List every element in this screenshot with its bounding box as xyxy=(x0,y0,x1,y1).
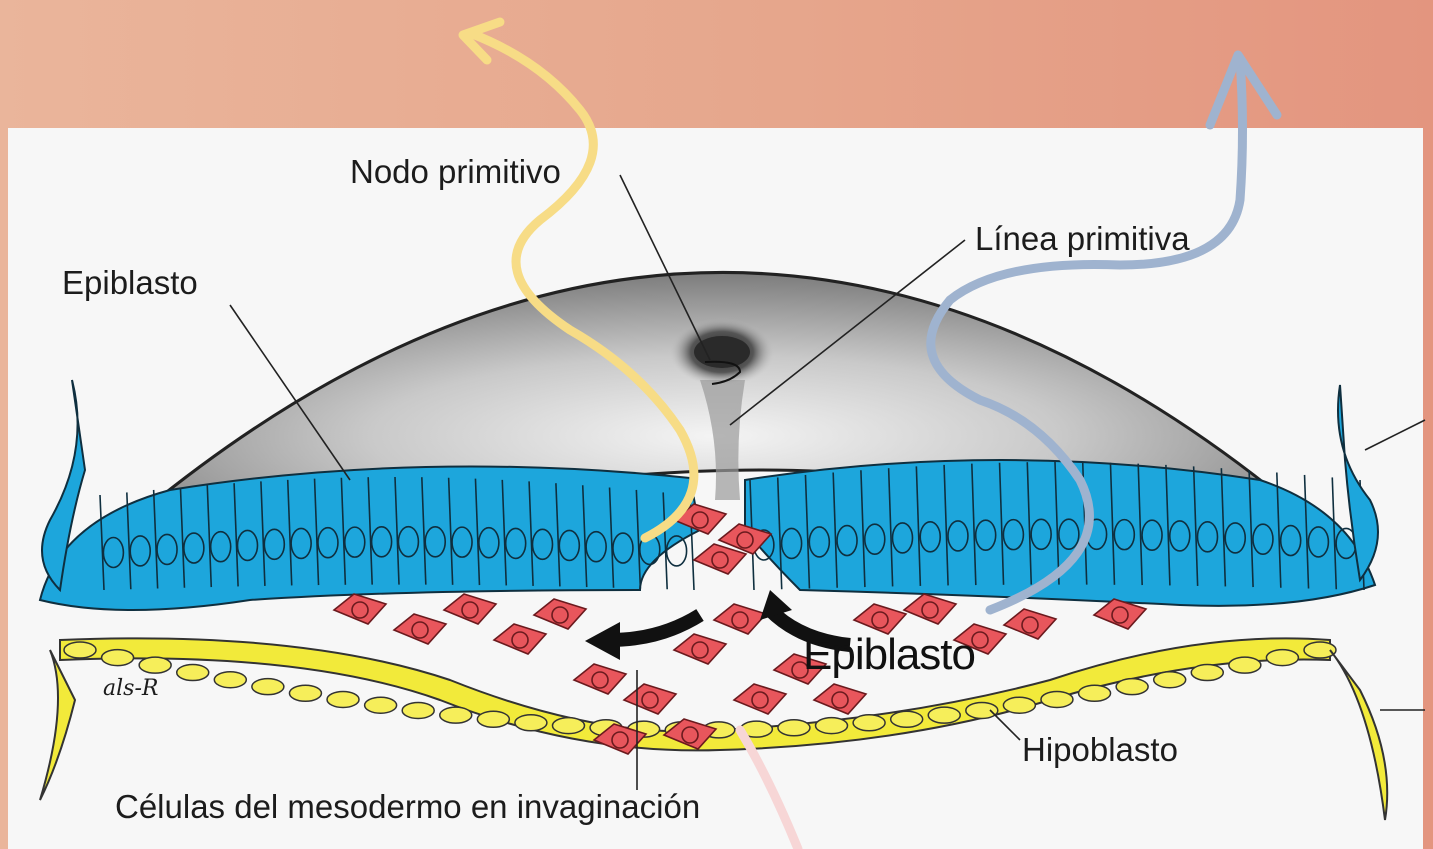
hypoblast-cell xyxy=(1154,672,1186,688)
hypoblast-cell xyxy=(928,707,960,723)
mesoderm-cell xyxy=(1004,609,1056,639)
hypoblast-cell xyxy=(177,665,209,681)
mesoderm-cell xyxy=(734,684,786,714)
hypoblast-cell xyxy=(1266,650,1298,666)
label-linea-primitiva: Línea primitiva xyxy=(975,222,1190,255)
hypoblast-left-tail xyxy=(40,650,75,800)
hypoblast-cell xyxy=(327,691,359,707)
mesoderm-cell xyxy=(814,684,866,714)
hypoblast-cell xyxy=(1116,679,1148,695)
hypoblast-cell xyxy=(778,720,810,736)
mesoderm-cell xyxy=(574,664,626,694)
label-hipoblasto: Hipoblasto xyxy=(1022,733,1178,766)
mesoderm-cell xyxy=(624,684,676,714)
mesoderm-cell xyxy=(394,614,446,644)
migration-arrowhead-left xyxy=(585,622,620,660)
mesoderm-cell xyxy=(494,624,546,654)
mesoderm-cell xyxy=(334,594,386,624)
hypoblast-cell xyxy=(289,685,321,701)
label-celulas-mesodermo: Células del mesodermo en invaginación xyxy=(115,790,700,823)
label-nodo-primitivo: Nodo primitivo xyxy=(350,155,561,188)
hypoblast-cell xyxy=(891,711,923,727)
primitive-pit xyxy=(694,336,750,368)
artist-signature: als-R xyxy=(103,678,158,700)
hypoblast-cell xyxy=(477,711,509,727)
hypoblast-cell xyxy=(1041,691,1073,707)
hypoblast-right-tail xyxy=(1330,650,1387,820)
hypoblast-cell xyxy=(1079,685,1111,701)
migration-arrow-left xyxy=(610,615,700,640)
hypoblast-cell xyxy=(966,702,998,718)
hypoblast-cell xyxy=(102,650,134,666)
hypoblast-cell xyxy=(1003,697,1035,713)
hypoblast-cell xyxy=(515,715,547,731)
hypoblast-cell xyxy=(214,672,246,688)
hypoblast-cell xyxy=(1191,665,1223,681)
hypoblast-cell xyxy=(402,702,434,718)
hypoblast-cell xyxy=(816,718,848,734)
mesoderm-cell xyxy=(444,594,496,624)
mesoderm-cell xyxy=(534,599,586,629)
label-epiblasto: Epiblasto xyxy=(62,266,198,299)
hypoblast-cell xyxy=(139,657,171,673)
hypoblast-cell xyxy=(252,679,284,695)
mesoderm-cell xyxy=(674,634,726,664)
hypoblast-cell xyxy=(64,642,96,658)
mesoderm-cell xyxy=(904,594,956,624)
mesoderm-cell xyxy=(714,604,766,634)
label-epiblasto-overlay: Epiblasto xyxy=(803,633,975,677)
hypoblast-cell xyxy=(1229,657,1261,673)
hypoblast-cell xyxy=(552,718,584,734)
hypoblast-cell xyxy=(440,707,472,723)
hypoblast-cell xyxy=(853,715,885,731)
hypoblast-cell xyxy=(365,697,397,713)
